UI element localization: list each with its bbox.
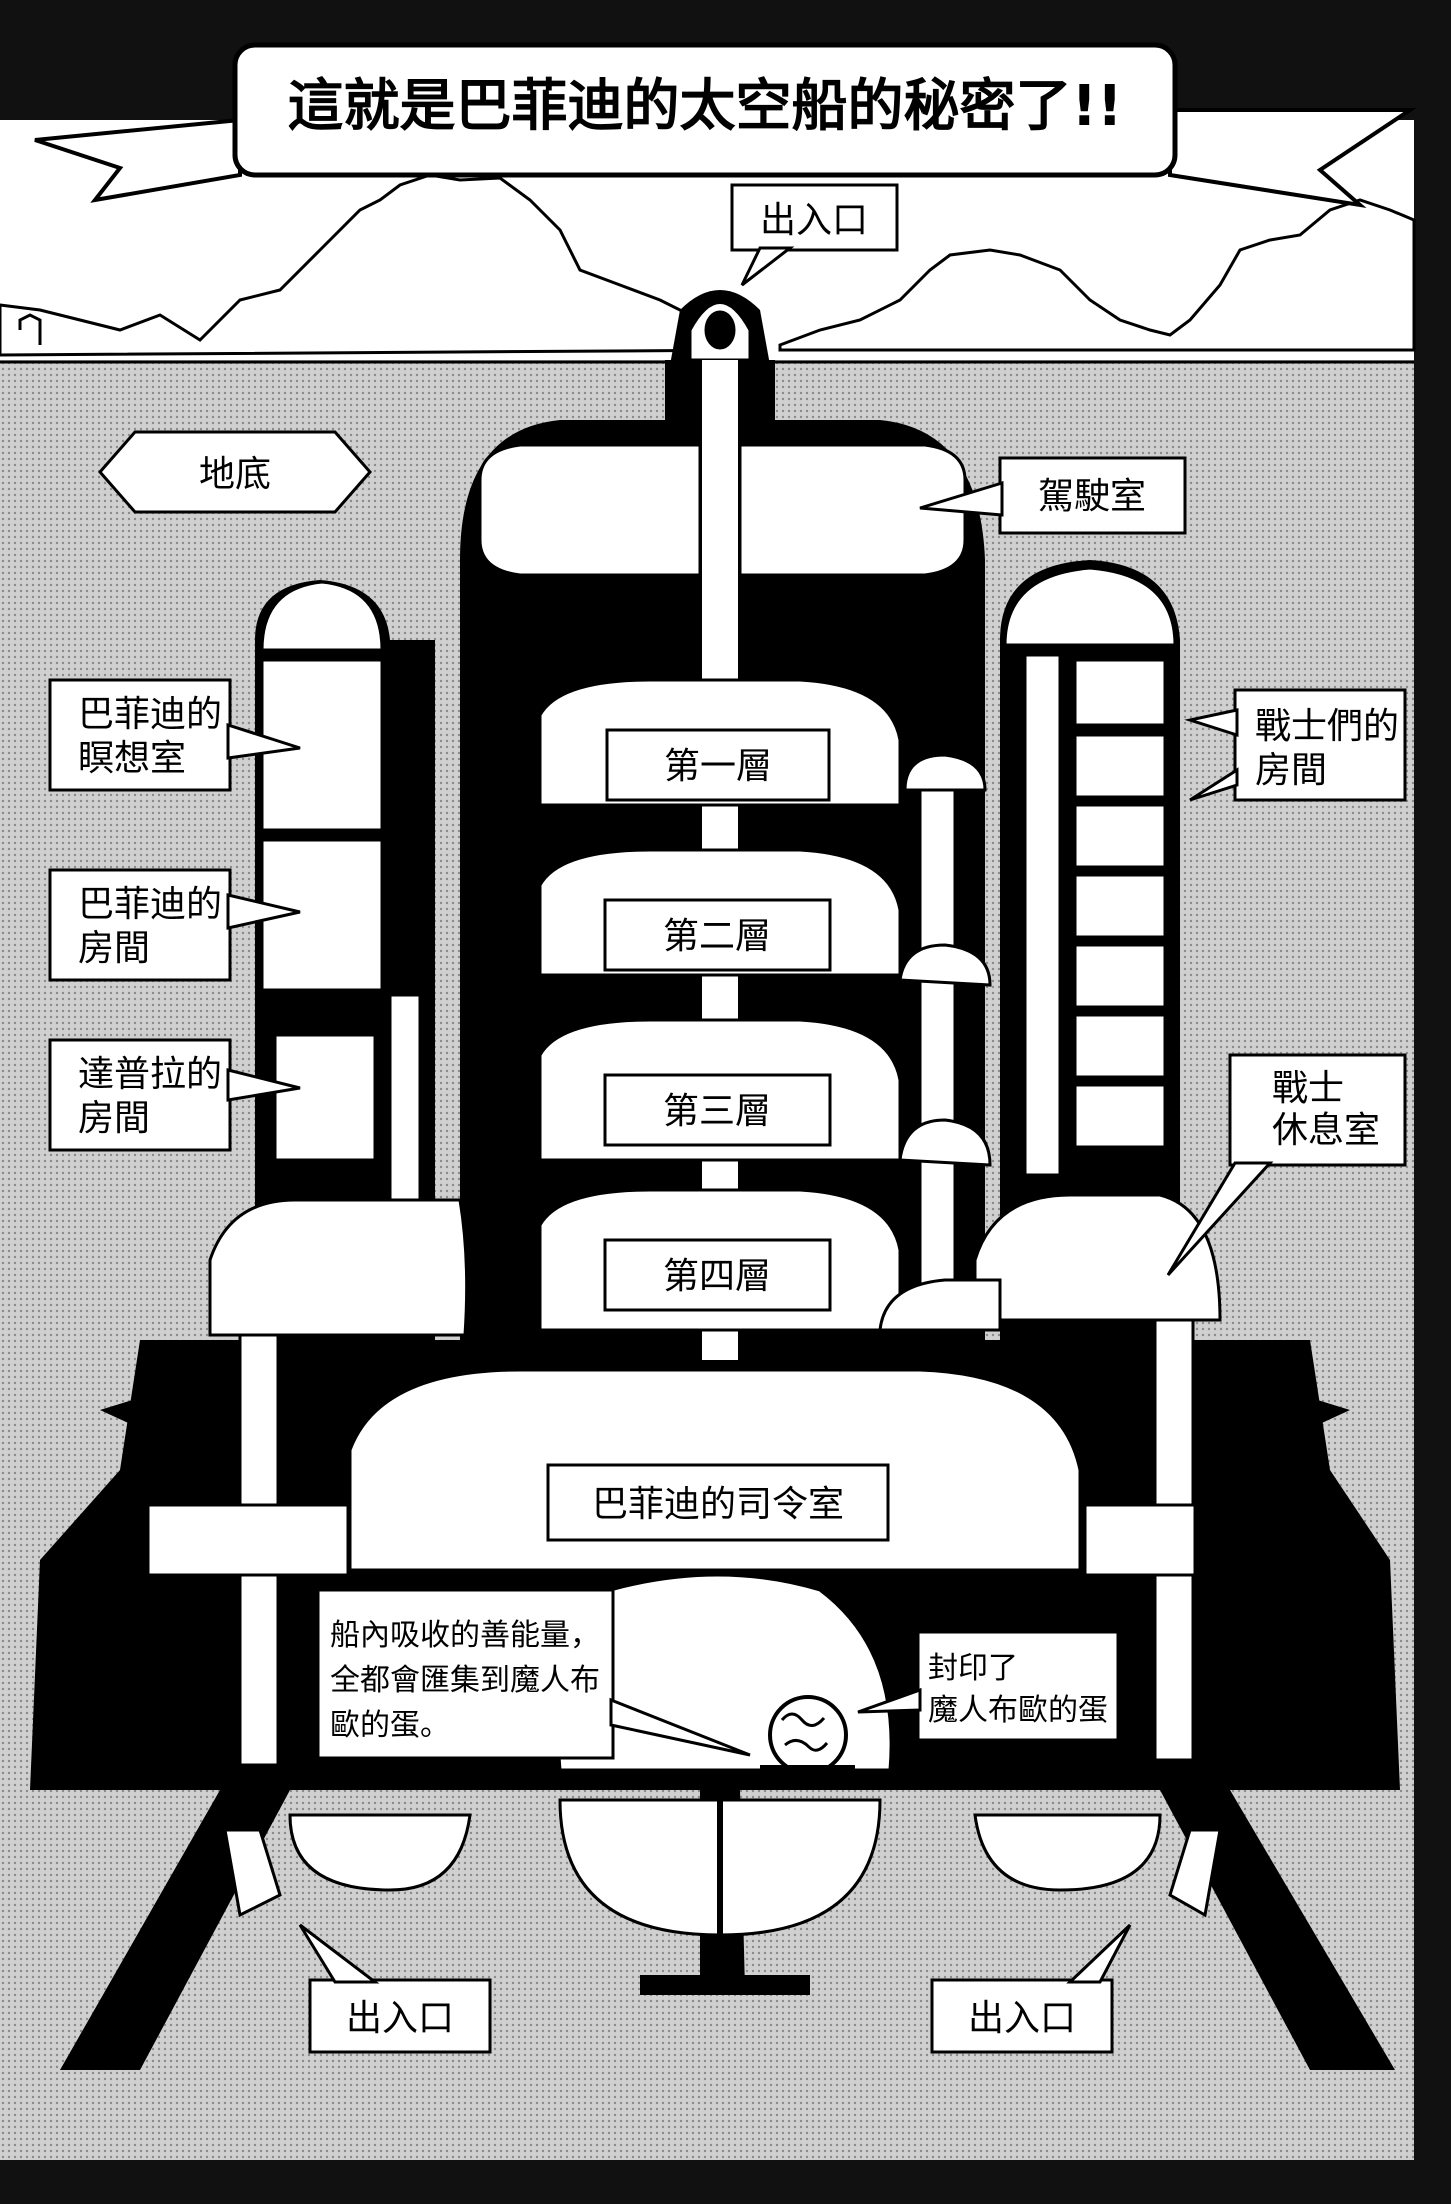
- floor-1-label: 第一層: [605, 728, 831, 802]
- bottom-right-pod: [973, 1813, 1162, 1892]
- warriors-rest-label: 戰士 休息室: [1166, 1053, 1407, 1277]
- labels: 出入口 地底 駕駛室 巴菲迪的 瞑想室 巴菲迪的 房間: [48, 183, 1407, 2054]
- svg-text:巴菲迪的: 巴菲迪的: [78, 694, 222, 735]
- floor-2-label: 第二層: [603, 898, 832, 972]
- left-lower-chamber: [208, 1198, 469, 1337]
- svg-text:封印了: 封印了: [928, 1651, 1018, 1686]
- svg-text:達普拉的: 達普拉的: [78, 1054, 222, 1095]
- underground-label: 地底: [98, 430, 372, 514]
- top-entrance-label: 出入口: [730, 183, 899, 287]
- svg-text:第一層: 第一層: [664, 746, 772, 787]
- warriors-rest-room: [973, 1193, 1222, 1322]
- svg-text:戰士: 戰士: [1272, 1068, 1344, 1109]
- svg-text:地底: 地底: [199, 454, 271, 495]
- bottom-left-pod: [288, 1813, 472, 1892]
- left-corridor: [146, 1503, 350, 1577]
- bottom-right-entrance-label: 出入口: [930, 1923, 1132, 2054]
- bottom-right-entrance-door: [1168, 1828, 1222, 1918]
- babidi-room-label: 巴菲迪的 房間: [48, 868, 301, 982]
- cockpit-label: 駕駛室: [919, 456, 1187, 535]
- svg-text:出入口: 出入口: [346, 1998, 454, 2039]
- svg-text:全都會匯集到魔人布: 全都會匯集到魔人布: [330, 1663, 600, 1698]
- warriors-rooms-label: 戰士們的 房間: [1184, 688, 1407, 802]
- title-banner: 這就是巴菲迪的太空船的秘密了!!: [34, 42, 1417, 209]
- meditation-room-label: 巴菲迪的 瞑想室: [48, 678, 301, 792]
- dabura-room-label: 達普拉的 房間: [48, 1038, 301, 1152]
- right-tower-dome: [1003, 566, 1177, 647]
- svg-text:魔人布歐的蛋: 魔人布歐的蛋: [928, 1693, 1108, 1728]
- left-tower-dome: [260, 580, 384, 652]
- svg-text:駕駛室: 駕駛室: [1038, 476, 1146, 517]
- svg-text:第四層: 第四層: [663, 1256, 771, 1297]
- bottom-left-entrance-label: 出入口: [298, 1923, 492, 2054]
- svg-text:休息室: 休息室: [1272, 1110, 1380, 1151]
- sealed-egg-label: 封印了 魔人布歐的蛋: [857, 1630, 1120, 1742]
- floor-3-label: 第三層: [603, 1073, 832, 1147]
- svg-text:房間: 房間: [78, 1098, 150, 1139]
- svg-text:房間: 房間: [1255, 750, 1327, 791]
- svg-text:巴菲迪的司令室: 巴菲迪的司令室: [592, 1484, 844, 1525]
- floor-4-label: 第四層: [603, 1238, 832, 1312]
- svg-text:第二層: 第二層: [663, 916, 771, 957]
- svg-text:戰士們的: 戰士們的: [1255, 706, 1399, 747]
- command-room-label: 巴菲迪的司令室: [546, 1463, 890, 1542]
- majin-buu-egg-icon: [760, 1695, 855, 1777]
- svg-text:房間: 房間: [78, 928, 150, 969]
- svg-text:歐的蛋。: 歐的蛋。: [330, 1708, 450, 1743]
- dabura-room: [273, 1033, 377, 1162]
- bottom-left-entrance-door: [223, 1828, 282, 1918]
- cockpit-room-right: [738, 443, 967, 577]
- svg-text:出入口: 出入口: [968, 1998, 1076, 2039]
- svg-text:出入口: 出入口: [760, 200, 868, 241]
- page-title: 這就是巴菲迪的太空船的秘密了!!: [287, 74, 1122, 139]
- energy-note-label: 船內吸收的善能量， 全都會匯集到魔人布 歐的蛋。: [316, 1588, 751, 1760]
- svg-text:瞑想室: 瞑想室: [78, 738, 186, 779]
- svg-text:第三層: 第三層: [663, 1091, 771, 1132]
- svg-text:巴菲迪的: 巴菲迪的: [78, 884, 222, 925]
- cockpit-room-left: [478, 443, 702, 577]
- svg-text:船內吸收的善能量，: 船內吸收的善能量，: [330, 1618, 600, 1653]
